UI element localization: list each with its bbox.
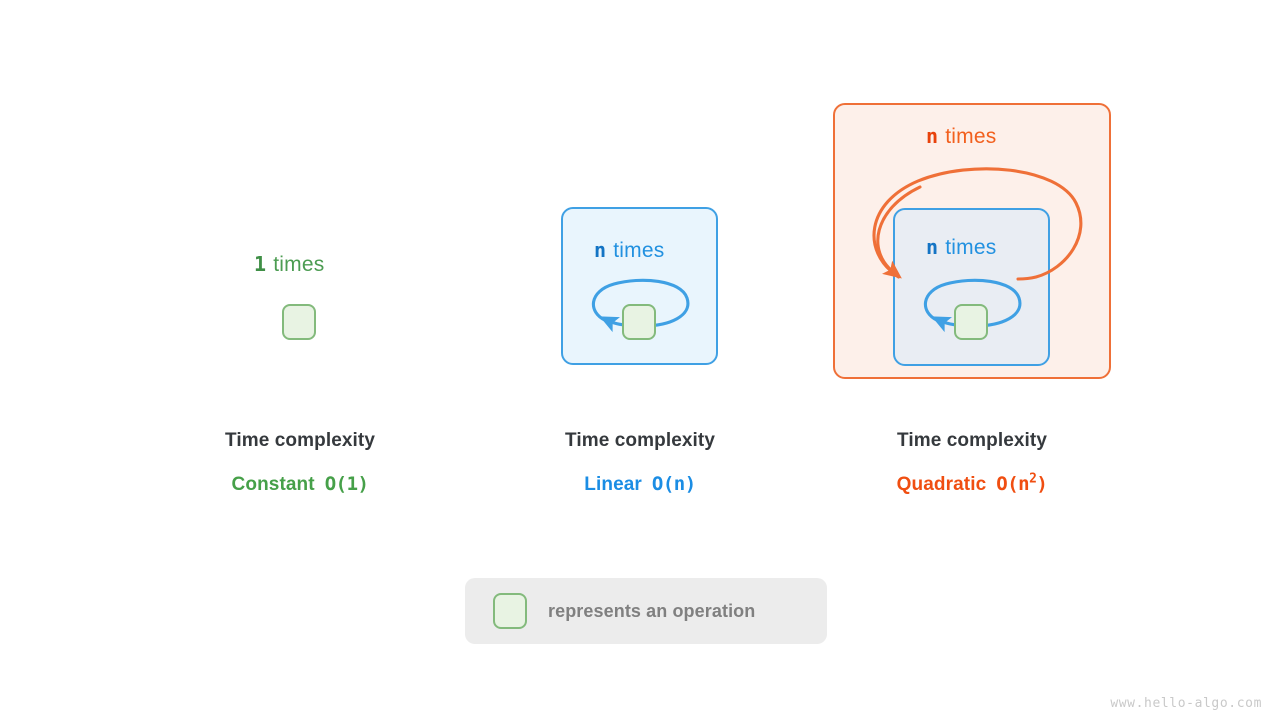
quadratic-inner-times-word: times xyxy=(945,236,997,259)
quadratic-inner-times-count: n xyxy=(926,235,939,259)
constant-complexity-name: Constant xyxy=(231,474,315,495)
operation-box-quadratic xyxy=(954,304,988,340)
linear-loop-box xyxy=(561,207,718,365)
quadratic-outer-times-word: times xyxy=(945,125,997,148)
linear-caption: Time complexity Linear O(n) xyxy=(490,430,790,496)
quadratic-inner-loop-box xyxy=(893,208,1050,366)
linear-caption-title: Time complexity xyxy=(564,430,716,451)
quadratic-bigo-base: O(n xyxy=(996,473,1030,495)
quadratic-complexity-name: Quadratic xyxy=(896,474,987,495)
linear-complexity-bigo: O(n) xyxy=(651,473,696,495)
quadratic-caption: Time complexity Quadratic O(n2) xyxy=(822,430,1122,496)
constant-times-word: times xyxy=(273,253,325,276)
operation-box-constant xyxy=(282,304,316,340)
legend: represents an operation xyxy=(465,578,827,644)
linear-caption-complexity: Linear O(n) xyxy=(490,473,790,496)
constant-times-count: 1 xyxy=(254,252,267,276)
constant-caption-complexity: Constant O(1) xyxy=(150,473,450,496)
linear-times-word: times xyxy=(613,239,665,262)
operation-box-linear xyxy=(622,304,656,340)
legend-label: represents an operation xyxy=(548,600,756,621)
constant-complexity-bigo: O(1) xyxy=(324,473,369,495)
quadratic-bigo-tail: ) xyxy=(1036,473,1048,495)
quadratic-outer-times-count: n xyxy=(926,124,939,148)
constant-caption: Time complexity Constant O(1) xyxy=(150,430,450,496)
watermark: www.hello-algo.com xyxy=(1110,696,1262,711)
constant-times-label: 1 times xyxy=(254,254,324,275)
linear-times-count: n xyxy=(594,238,607,262)
quadratic-bigo-exponent: 2 xyxy=(1029,471,1037,487)
quadratic-caption-title: Time complexity xyxy=(896,430,1048,451)
constant-caption-title: Time complexity xyxy=(224,430,376,451)
legend-operation-swatch xyxy=(493,593,527,629)
linear-complexity-name: Linear xyxy=(584,474,642,495)
quadratic-caption-complexity: Quadratic O(n2) xyxy=(822,473,1122,496)
quadratic-complexity-bigo: O(n2) xyxy=(996,471,1048,495)
